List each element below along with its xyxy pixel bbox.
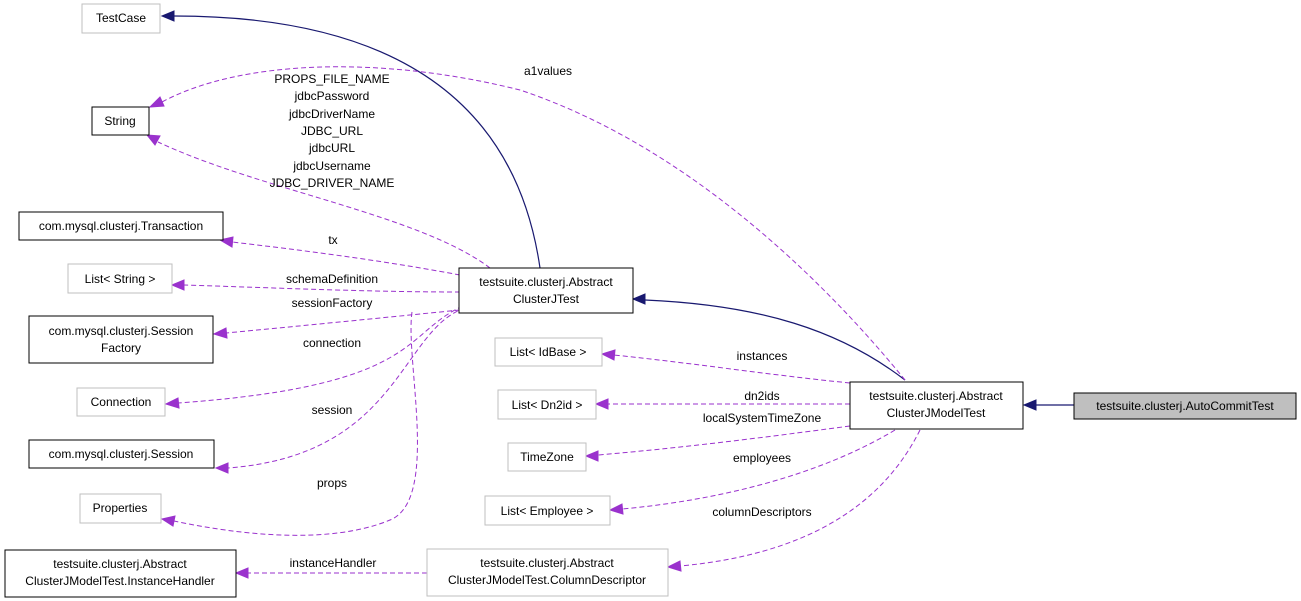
node-label: ClusterJModelTest [887, 406, 986, 420]
node-testcase[interactable]: TestCase [81, 3, 161, 34]
node-label: List< Employee > [501, 504, 594, 518]
node-session[interactable]: com.mysql.clusterj.Session [28, 439, 215, 469]
node-list-dn2id[interactable]: List< Dn2id > [497, 389, 597, 420]
usage-arrowhead [160, 515, 176, 527]
edge-label-string-field: PROPS_FILE_NAME [274, 72, 389, 86]
edge-label-schema-definition: schemaDefinition [286, 272, 378, 286]
edge-label-string-field: jdbcUsername [292, 159, 371, 173]
node-properties[interactable]: Properties [79, 493, 162, 524]
node-label: com.mysql.clusterj.Session [49, 324, 194, 338]
edge-label-column-descriptors: columnDescriptors [712, 505, 811, 519]
inheritance-arrowhead [1022, 399, 1037, 411]
node-list-employee[interactable]: List< Employee > [484, 495, 611, 526]
node-label: ClusterJTest [513, 292, 580, 306]
node-label: String [104, 114, 135, 128]
node-list-string[interactable]: List< String > [67, 263, 173, 294]
node-column-descriptor[interactable]: testsuite.clusterj.Abstract ClusterJMode… [426, 548, 669, 597]
inheritance-arrowhead [631, 293, 646, 305]
usage-edge-schema-definition [183, 284, 461, 293]
node-transaction[interactable]: com.mysql.clusterj.Transaction [18, 211, 224, 241]
node-label: List< IdBase > [510, 345, 587, 359]
edges [145, 10, 1074, 579]
node-label: testsuite.clusterj.AutoCommitTest [1096, 399, 1274, 413]
edge-label-instances: instances [737, 349, 788, 363]
node-timezone[interactable]: TimeZone [507, 442, 587, 472]
usage-arrowhead [600, 349, 616, 361]
usage-edge-session-factory [225, 309, 461, 334]
edge-labels: a1values PROPS_FILE_NAME jdbcPassword jd… [270, 64, 822, 570]
edge-label-props: props [317, 476, 347, 490]
usage-arrowhead [164, 397, 180, 409]
usage-edge-props [173, 311, 418, 536]
usage-edge-column-descriptors [679, 429, 921, 567]
node-label: Connection [91, 395, 152, 409]
usage-arrowhead [170, 279, 185, 291]
node-connection[interactable]: Connection [76, 387, 166, 417]
node-label: testsuite.clusterj.Abstract [479, 275, 613, 289]
node-label: TestCase [96, 11, 146, 25]
node-string[interactable]: String [91, 106, 150, 136]
usage-arrowhead [148, 96, 165, 108]
edge-label-local-system-time-zone: localSystemTimeZone [703, 411, 822, 425]
usage-edge-instances [613, 354, 851, 384]
usage-arrowhead [212, 327, 228, 339]
usage-arrowhead [608, 503, 624, 515]
edge-label-instance-handler: instanceHandler [290, 556, 377, 570]
usage-edge-local-system-time-zone [597, 425, 851, 456]
edge-label-string-field: JDBC_DRIVER_NAME [270, 176, 395, 190]
node-label: ClusterJModelTest.InstanceHandler [25, 574, 214, 588]
inheritance-edge-modeltest-to-clusterjtest [644, 299, 906, 381]
nodes: TestCase String com.mysql.clusterj.Trans… [4, 3, 1297, 598]
node-label: com.mysql.clusterj.Transaction [39, 219, 203, 233]
inheritance-arrowhead [160, 10, 175, 22]
node-label: ClusterJModelTest.ColumnDescriptor [448, 573, 646, 587]
edge-label-tx: tx [328, 233, 337, 247]
usage-edge-session [227, 307, 466, 469]
node-label: testsuite.clusterj.Abstract [53, 557, 187, 571]
edge-label-dn2ids: dn2ids [744, 389, 779, 403]
node-label: testsuite.clusterj.Abstract [869, 389, 1003, 403]
usage-edge-a1values [161, 66, 906, 381]
edge-label-session-factory: sessionFactory [292, 296, 373, 310]
node-label: Factory [101, 341, 141, 355]
usage-arrowhead [594, 398, 609, 410]
node-label: testsuite.clusterj.Abstract [480, 556, 614, 570]
usage-arrowhead [145, 134, 161, 146]
usage-arrowhead [666, 560, 682, 572]
edge-label-connection: connection [303, 336, 361, 350]
usage-edge-tx [231, 241, 461, 276]
usage-edge-string-fields [157, 141, 491, 269]
node-label: com.mysql.clusterj.Session [49, 447, 194, 461]
edge-label-session: session [312, 403, 353, 417]
node-instance-handler[interactable]: testsuite.clusterj.Abstract ClusterJMode… [4, 549, 237, 598]
node-label: TimeZone [520, 450, 574, 464]
usage-edge-connection [177, 302, 471, 404]
edge-label-string-field: jdbcURL [308, 141, 355, 155]
node-label: List< String > [85, 272, 156, 286]
edge-label-a1values: a1values [524, 64, 572, 78]
usage-arrowhead [584, 450, 599, 462]
usage-edge-employees [621, 429, 896, 510]
node-session-factory[interactable]: com.mysql.clusterj.Session Factory [28, 315, 214, 364]
node-abstract-clusterj-model-test[interactable]: testsuite.clusterj.Abstract ClusterJMode… [849, 381, 1024, 430]
edge-label-string-field: jdbcDriverName [288, 107, 375, 121]
edge-label-employees: employees [733, 451, 791, 465]
edge-label-string-field: JDBC_URL [301, 124, 363, 138]
node-auto-commit-test[interactable]: testsuite.clusterj.AutoCommitTest [1073, 392, 1297, 420]
node-abstract-clusterj-test[interactable]: testsuite.clusterj.Abstract ClusterJTest [458, 267, 634, 314]
node-label: List< Dn2id > [512, 398, 583, 412]
edge-label-string-field: jdbcPassword [294, 89, 370, 103]
usage-arrowhead [214, 462, 229, 474]
node-label: Properties [93, 501, 148, 515]
usage-arrowhead [234, 567, 249, 579]
inheritance-edge-clusterjtest-to-testcase [173, 15, 541, 269]
node-list-idbase[interactable]: List< IdBase > [494, 337, 603, 367]
